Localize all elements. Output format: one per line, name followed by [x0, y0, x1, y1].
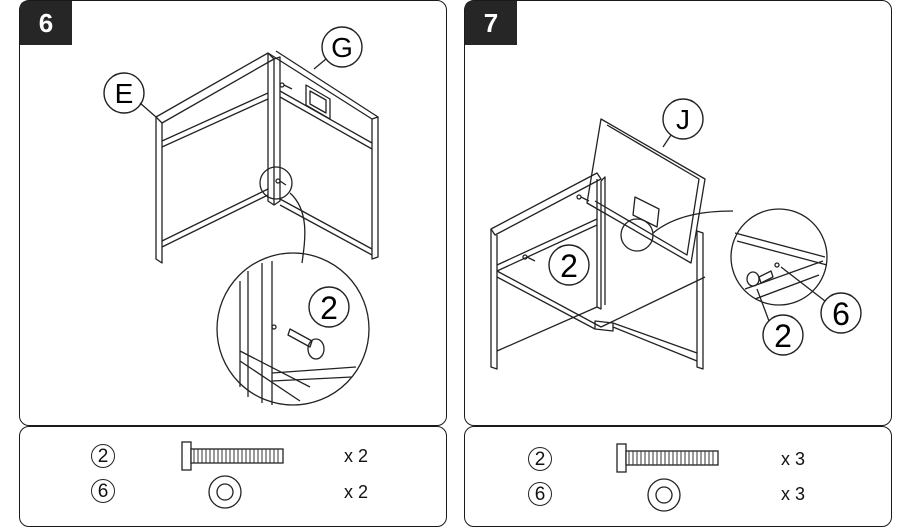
backrest-j: [586, 118, 706, 264]
detail-marker: [259, 166, 293, 200]
callout-j: J: [662, 98, 704, 148]
callout-e: E: [103, 72, 157, 118]
left-arm-frame: [490, 172, 602, 236]
washer-icon: [208, 475, 242, 509]
part-number-2: 2: [91, 444, 115, 468]
svg-text:E: E: [115, 78, 134, 109]
washer-icon: [647, 478, 681, 512]
svg-text:G: G: [331, 32, 353, 63]
detail-marker: [620, 218, 654, 252]
qty-washer: x 2: [344, 482, 369, 502]
callout-washer-6: 6: [780, 266, 862, 334]
callout-g: G: [313, 26, 363, 70]
step-7-illustration: J 2 2 6: [490, 98, 862, 370]
qty-washer: x 3: [781, 484, 806, 504]
svg-text:2: 2: [774, 318, 792, 354]
qty-bolt: x 3: [781, 449, 806, 469]
svg-text:J: J: [676, 104, 690, 135]
callout-bolt-2: 2: [308, 286, 350, 328]
frame-g: [267, 50, 379, 120]
callout-frame-2: 2: [548, 244, 590, 286]
callout-bolt-2: 2: [756, 288, 804, 356]
step-6-diagram-panel: 6: [19, 0, 447, 426]
svg-text:2: 2: [320, 290, 338, 326]
right-arm-frame: [696, 230, 704, 370]
step-number-badge: 7: [465, 1, 517, 45]
svg-text:2: 2: [560, 248, 578, 284]
part-number-6: 6: [91, 479, 115, 503]
qty-bolt: x 2: [344, 446, 369, 466]
zoom-detail-circle: [730, 208, 828, 306]
zoom-detail-circle: [216, 252, 370, 406]
part-number-2: 2: [528, 447, 552, 471]
step-7-diagram-panel: 7: [464, 0, 892, 426]
bolt-icon: [181, 441, 284, 471]
seat-frame: [496, 270, 706, 328]
svg-text:6: 6: [832, 296, 850, 332]
bolt-icon: [616, 443, 719, 473]
step-6-illustration: E G 2: [103, 26, 379, 406]
step-7-parts-box: 2 6 x 3 x 3: [464, 426, 892, 527]
part-number-6: 6: [528, 482, 552, 506]
step-6-parts-box: 2 6 x 2 x 2: [19, 426, 447, 527]
step-number-badge: 6: [20, 1, 72, 45]
corner-post: [267, 53, 275, 206]
frame-e: [155, 52, 275, 124]
